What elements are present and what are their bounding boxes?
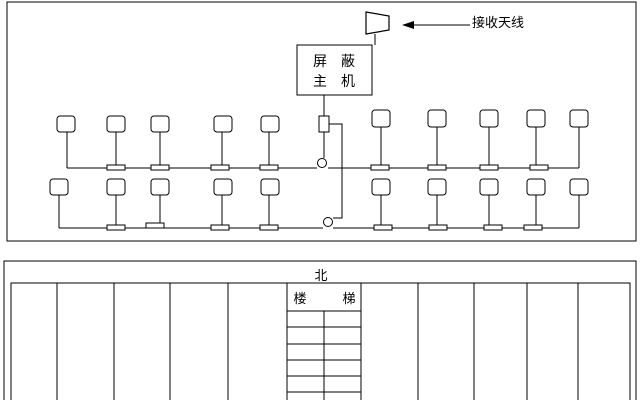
outlet-terminal xyxy=(371,178,391,196)
tap-coupler xyxy=(259,224,279,231)
stairwell-steps xyxy=(287,310,361,400)
system-diagram-frame xyxy=(6,1,637,242)
outlet-terminal xyxy=(150,178,170,196)
north-label: 北 xyxy=(314,269,327,284)
tap-coupler xyxy=(428,224,448,231)
row1-right-taps xyxy=(370,109,589,171)
outlet-terminal xyxy=(49,178,69,196)
tap-coupler xyxy=(529,164,549,171)
arrow-head-icon xyxy=(402,21,414,29)
shield-host-label-line1: 屏 蔽 xyxy=(313,54,355,70)
antenna-label: 接收天线 xyxy=(472,15,524,31)
outlet-terminal xyxy=(569,109,589,128)
outlet-terminal xyxy=(260,178,280,196)
floor-plan-frame xyxy=(3,260,637,400)
outlet-terminal xyxy=(526,178,546,196)
tap-coupler xyxy=(259,164,279,171)
outlet-terminal xyxy=(479,109,499,128)
tap-coupler xyxy=(483,224,503,231)
row2-junction xyxy=(323,217,333,227)
splitter-to-row2-line xyxy=(329,123,343,219)
room-dividers xyxy=(56,283,579,400)
tap-coupler xyxy=(523,224,543,231)
outlet-terminal xyxy=(150,115,170,133)
stair-label-left: 楼 xyxy=(293,292,306,307)
tap-coupler xyxy=(210,224,230,231)
tap-coupler xyxy=(106,224,126,231)
outlet-terminal xyxy=(569,178,589,196)
floor-plan-inner-frame xyxy=(10,282,631,400)
outlet-terminal xyxy=(479,178,499,196)
antenna-icon xyxy=(365,11,390,35)
row2-right-taps xyxy=(371,178,589,231)
tap-coupler xyxy=(370,164,390,171)
outlet-terminal xyxy=(213,178,233,196)
tap-coupler xyxy=(145,222,165,229)
outlet-terminal xyxy=(260,115,280,133)
row1-junction xyxy=(317,158,327,168)
shield-host-label-line2: 主 机 xyxy=(313,74,355,90)
tap-coupler xyxy=(210,164,230,171)
tap-coupler xyxy=(427,164,447,171)
tap-coupler xyxy=(479,164,499,171)
tap-coupler xyxy=(373,224,393,231)
outlet-terminal xyxy=(427,109,447,128)
tap-coupler xyxy=(106,164,126,171)
outlet-terminal xyxy=(213,115,233,133)
stair-label-right: 梯 xyxy=(342,292,355,307)
row1-left-taps xyxy=(56,115,280,171)
main-splitter xyxy=(318,115,330,133)
outlet-terminal xyxy=(371,109,391,128)
outlet-terminal xyxy=(427,178,447,196)
outlet-terminal xyxy=(56,115,76,133)
row2-left-taps xyxy=(49,178,280,231)
tap-coupler xyxy=(150,164,170,171)
outlet-terminal xyxy=(526,109,546,128)
shield-host-box xyxy=(296,44,373,96)
outlet-terminal xyxy=(106,115,126,133)
outlet-terminal xyxy=(106,178,126,196)
